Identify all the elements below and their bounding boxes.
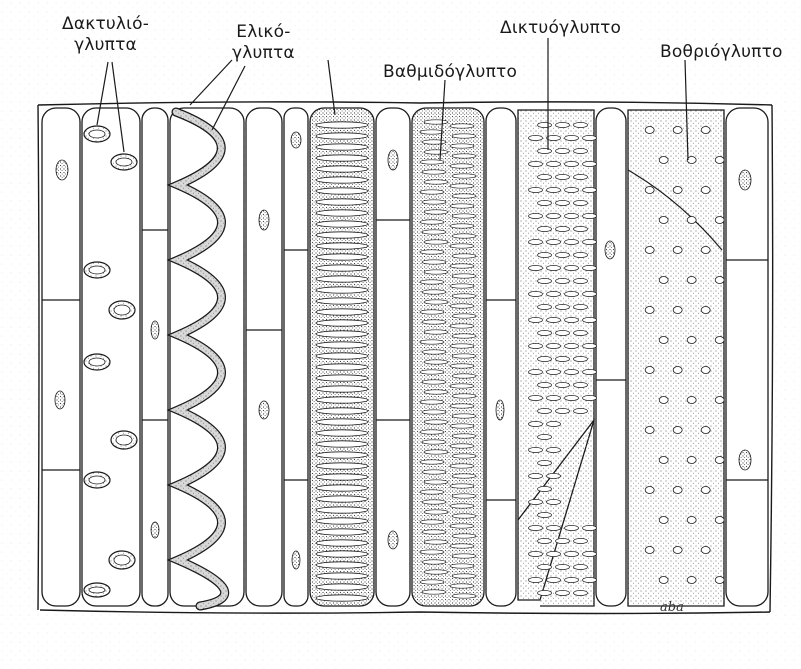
scalariform-vessel bbox=[310, 108, 374, 606]
scalariform-vessel-dense bbox=[412, 108, 484, 606]
label-annular: Δακτυλιό- γλυπτα bbox=[62, 14, 149, 56]
cell-column bbox=[284, 108, 308, 606]
cell-column bbox=[486, 108, 516, 606]
cell-column bbox=[596, 108, 626, 606]
label-pitted: Βοθριόγλυπτο bbox=[660, 42, 783, 63]
annular-vessel bbox=[82, 108, 140, 606]
label-scalariform: Βαθμιδόγλυπτο bbox=[383, 62, 517, 83]
cell-column bbox=[42, 108, 80, 606]
spiral-vessel bbox=[170, 108, 244, 606]
cell-column bbox=[246, 108, 282, 606]
reticulate-vessel bbox=[518, 110, 597, 606]
artist-signature: aba bbox=[660, 600, 684, 615]
label-reticulate: Δικτυόγλυπτο bbox=[500, 18, 621, 39]
pitted-vessel bbox=[628, 110, 724, 606]
label-spiral: Ελικό- γλυπτα bbox=[232, 22, 295, 64]
